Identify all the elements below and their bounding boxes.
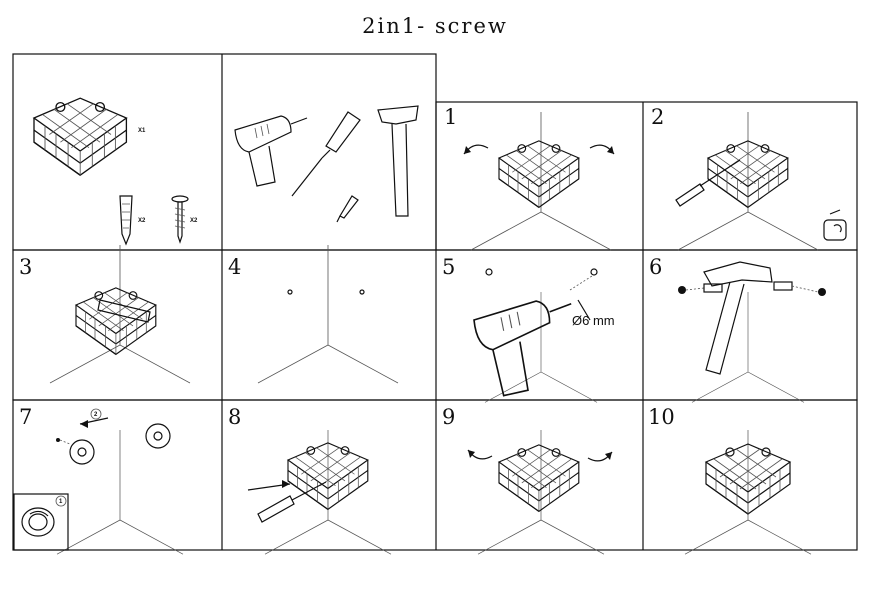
wall-anchor-illustration xyxy=(119,195,133,246)
screwdriver-icon xyxy=(675,159,741,207)
rotate-arrow-right-icon xyxy=(587,451,613,462)
step-10-illustration xyxy=(684,429,812,555)
step-number: 3 xyxy=(19,255,32,279)
drill-size-label: Ø6 mm xyxy=(572,313,615,328)
screwdriver-icon xyxy=(247,480,327,523)
hammer-icon xyxy=(703,261,773,375)
step-number: 8 xyxy=(228,405,241,429)
screwdriver-icon xyxy=(291,111,361,197)
rotate-arrow-left-icon xyxy=(463,144,489,155)
hammer-icon xyxy=(377,105,419,217)
step-number: 6 xyxy=(649,255,662,279)
step-7-illustration: 2 1 xyxy=(13,408,184,555)
rotate-arrow-left-icon xyxy=(467,449,493,460)
wall-anchor-icon xyxy=(678,283,723,294)
step-number: 2 xyxy=(651,105,664,129)
step-number: 4 xyxy=(228,255,241,279)
step-number: 7 xyxy=(19,405,32,429)
step-number: 10 xyxy=(648,405,675,429)
basket-illustration xyxy=(33,97,128,176)
pencil-icon xyxy=(336,195,359,223)
screw-illustration xyxy=(171,195,189,244)
mark-point-icon xyxy=(590,268,598,276)
mark-point-icon xyxy=(287,289,293,295)
step-3-illustration xyxy=(49,244,191,384)
step-8-illustration xyxy=(247,429,392,555)
manual-title: 2in1- screw xyxy=(362,14,508,38)
drill-icon xyxy=(234,115,308,187)
drill-icon xyxy=(473,300,573,397)
basket-quantity: X1 xyxy=(138,128,146,134)
screw-quantity: X2 xyxy=(190,218,198,224)
inset-box xyxy=(13,493,69,551)
step-9-illustration xyxy=(467,429,613,555)
mark-point-icon xyxy=(485,268,493,276)
step-number: 9 xyxy=(442,405,455,429)
mark-point-icon xyxy=(359,289,365,295)
marker-1-label: 1 xyxy=(59,499,63,505)
hand-pressing-icon xyxy=(21,507,55,537)
step-4-illustration xyxy=(257,244,399,384)
step-1-illustration xyxy=(463,111,615,251)
panel-grid xyxy=(12,53,858,551)
step-2-illustration xyxy=(675,111,847,251)
suction-plate-icon xyxy=(145,423,171,449)
step-marker-2 xyxy=(90,408,102,420)
suction-cap-icon xyxy=(823,209,847,241)
step-6-illustration xyxy=(678,261,826,403)
step-marker-1 xyxy=(55,495,67,507)
tools-panel xyxy=(234,105,419,223)
step-number: 1 xyxy=(444,105,457,129)
step-number: 5 xyxy=(442,255,455,279)
marker-2-label: 2 xyxy=(94,412,98,418)
rotate-arrow-right-icon xyxy=(589,144,615,155)
suction-plate-icon xyxy=(69,439,95,465)
step-5-illustration: Ø6 mm xyxy=(473,268,615,403)
parts-panel: X1 X2 X2 xyxy=(33,97,198,246)
wall-anchor-icon xyxy=(773,281,826,296)
anchor-quantity: X2 xyxy=(138,218,146,224)
